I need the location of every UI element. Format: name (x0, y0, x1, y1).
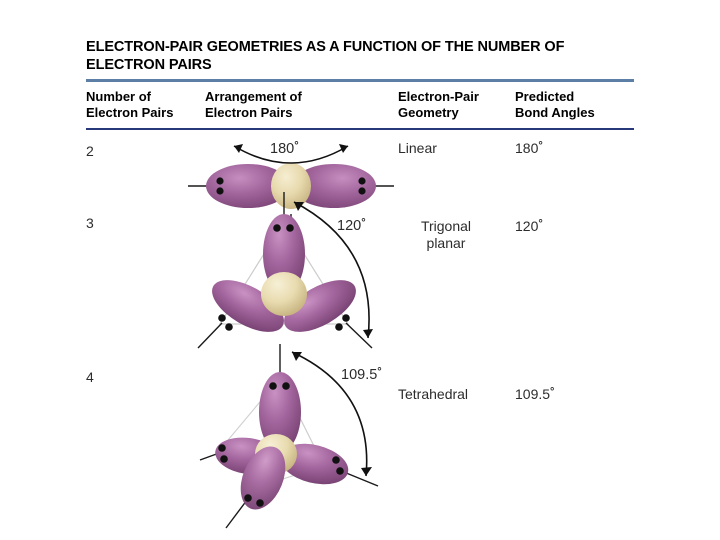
bond-angle-value: 180 (515, 140, 539, 156)
arc-arrowhead (292, 352, 302, 361)
degree-symbol: ° (361, 217, 366, 229)
electron-dot (269, 382, 277, 390)
electron-pair-lobe (292, 164, 376, 208)
electron-dot (273, 224, 281, 232)
electron-dot (218, 314, 226, 322)
electron-pair-lobe (263, 214, 305, 294)
electron-dot (336, 467, 344, 475)
central-atom (261, 272, 307, 316)
trigonal-planar-electron-pair-model (196, 192, 396, 356)
degree-symbol: ° (377, 366, 382, 378)
row-number-3: 3 (86, 215, 94, 231)
column-header-electron-pair-geometry: Electron-Pair Geometry (398, 89, 479, 120)
degree-symbol: ° (550, 386, 555, 398)
arc-arrowhead (363, 329, 373, 338)
angle-arc (233, 145, 349, 164)
bond-angle-109-5: 109.5° (515, 386, 554, 402)
electron-dot (244, 494, 252, 502)
page-title: ELECTRON-PAIR GEOMETRIES AS A FUNCTION O… (86, 39, 565, 73)
geometry-label-tetrahedral: Tetrahedral (398, 386, 469, 402)
electron-dot (358, 177, 366, 185)
degree-symbol: ° (538, 140, 543, 152)
electron-dot (218, 444, 226, 452)
arc-angle-label-109-5: 109.5° (341, 366, 382, 383)
electron-pair-lobe (284, 280, 356, 332)
title-divider (86, 79, 634, 82)
geometry-label-trigonal-planar: Trigonal planar (420, 218, 472, 251)
electron-dot (358, 187, 366, 195)
header-divider (86, 128, 634, 130)
arc-angle-value: 120 (337, 218, 362, 234)
bond-angle-120: 120° (515, 218, 543, 234)
row-number-2: 2 (86, 143, 94, 159)
electron-pair-lobe (259, 372, 301, 452)
row-number-4: 4 (86, 369, 94, 385)
bond-angle-value: 109.5 (515, 386, 551, 402)
electron-pair-lobe (212, 280, 284, 332)
arc-arrowhead (361, 467, 372, 476)
electron-dot (216, 187, 224, 195)
electron-dot (216, 177, 224, 185)
arc-angle-label-120: 120° (337, 217, 366, 234)
bond-line-lower-right (345, 322, 373, 349)
arc-angle-value: 109.5 (341, 367, 378, 383)
electron-dot (335, 323, 343, 331)
arc-angle-label-180: 180° (270, 140, 299, 157)
degree-symbol: ° (538, 218, 543, 230)
electron-dot (282, 382, 290, 390)
geometry-label-linear: Linear (398, 140, 437, 156)
electron-dot (286, 224, 294, 232)
electron-dot (332, 456, 340, 464)
degree-symbol: ° (294, 140, 299, 152)
electron-dot (256, 499, 264, 507)
tetrahedral-electron-pair-model (199, 344, 406, 531)
wireframe-triangle (218, 220, 350, 325)
arc-arrowhead (234, 144, 243, 153)
bond-line-lower-left (197, 322, 223, 349)
column-header-number-of-electron-pairs: Number of Electron Pairs (86, 89, 174, 120)
arc-arrowhead (294, 202, 304, 211)
electron-dot (220, 455, 228, 463)
arc-arrowhead (339, 144, 348, 153)
angle-arc (293, 201, 370, 339)
electron-dot (342, 314, 350, 322)
angle-arc (291, 351, 368, 477)
column-header-predicted-bond-angles: Predicted Bond Angles (515, 89, 595, 120)
electron-dot (225, 323, 233, 331)
electron-pair-lobe (240, 446, 286, 510)
bond-angle-value: 120 (515, 218, 539, 234)
arc-angle-value: 180 (270, 141, 295, 157)
bond-angle-180: 180° (515, 140, 543, 156)
electron-pair-lobe (206, 164, 290, 208)
column-header-arrangement-of-electron-pairs: Arrangement of Electron Pairs (205, 89, 302, 120)
linear-electron-pair-model (186, 144, 396, 224)
central-atom (271, 163, 311, 209)
